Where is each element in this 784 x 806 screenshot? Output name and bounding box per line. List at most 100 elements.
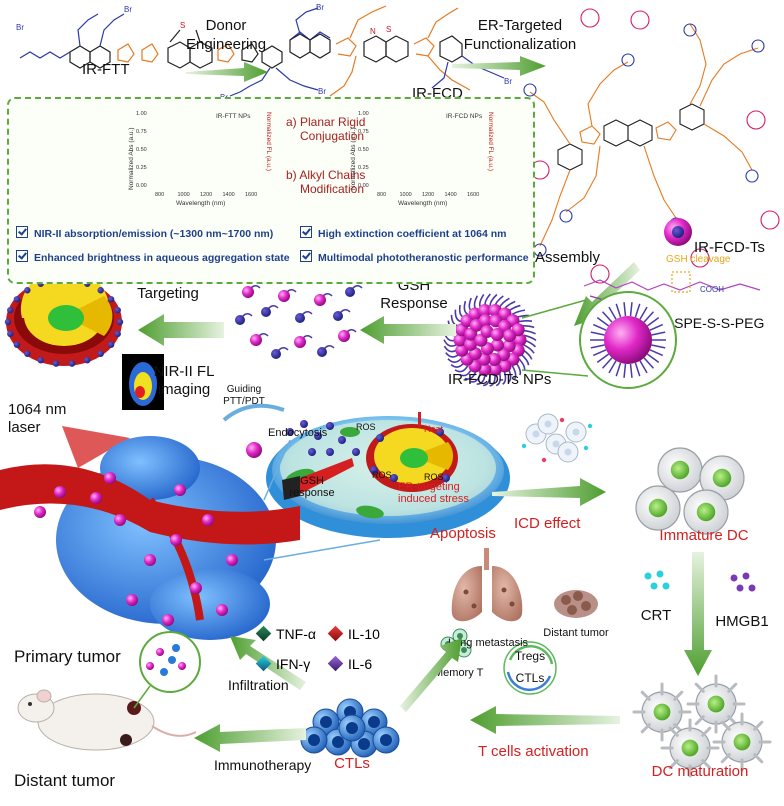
zoom-peg-strand xyxy=(646,353,660,363)
np-subunit xyxy=(488,363,502,377)
free-ir-fcd-ts-particle xyxy=(317,347,327,357)
zoom-peg-strand xyxy=(634,303,641,318)
ctl-nucleus xyxy=(380,734,392,746)
peg-strand xyxy=(447,357,462,363)
mouse-zoom-cell xyxy=(160,668,168,676)
released-damp xyxy=(541,457,547,463)
feature-item-3: Enhanced brightness in aqueous aggregati… xyxy=(16,250,290,264)
np-subunit xyxy=(487,353,501,367)
cell-particle xyxy=(442,474,450,482)
nir-ii-properties-box xyxy=(7,97,535,284)
mature-dc-cell xyxy=(686,674,746,734)
tumor-particle xyxy=(190,582,202,594)
zoom-peg-strand xyxy=(629,302,633,317)
ptt-pdt-label: PTT/PDT xyxy=(223,396,265,407)
peg-strand xyxy=(464,370,477,380)
er-bound-particle xyxy=(13,341,21,348)
zoom-peg-strand xyxy=(651,331,666,336)
mature-dc-cell xyxy=(632,682,692,742)
feature-text-1: NIR-II absorption/emission (~1300 nm~170… xyxy=(34,228,274,240)
tick-label: 1000 xyxy=(177,192,190,198)
guiding-label: Guiding xyxy=(227,384,261,395)
er-bound-particle xyxy=(107,296,115,303)
immunotherapy-arrow xyxy=(194,724,306,752)
cell-particle xyxy=(308,448,316,456)
feature-text-3: Enhanced brightness in aqueous aggregati… xyxy=(34,252,290,264)
ros-label-1: ROS xyxy=(356,422,376,432)
tumor-zoom-line-2 xyxy=(263,539,381,561)
free-peg-particle xyxy=(294,336,306,348)
ir-ftt-label: IR-FTT xyxy=(82,61,129,78)
immature-dc-label: Immature DC xyxy=(659,527,748,544)
er-bound-particle xyxy=(68,360,76,367)
mouse-zoom-np xyxy=(178,662,186,670)
fcd-br-label-2: Br xyxy=(504,77,512,86)
icd-arrow xyxy=(492,478,606,506)
er-bound-particle xyxy=(7,330,14,338)
er-bound-particle xyxy=(97,287,104,294)
donor-label: Donor xyxy=(206,17,247,34)
np-subunit xyxy=(503,329,517,343)
mouse-zoom-np xyxy=(156,648,164,656)
laser-beam xyxy=(292,458,354,494)
zoom-peg-strand xyxy=(596,353,610,363)
np-subunit xyxy=(478,363,492,377)
np-subunit xyxy=(478,303,492,317)
feature-item-1: NIR-II absorption/emission (~1300 nm~170… xyxy=(16,226,273,240)
er-stress-label: ER-targeting xyxy=(398,481,460,493)
free-ir-fcd-ts-particle xyxy=(235,315,245,325)
zoom-peg-strand xyxy=(602,357,613,369)
distant-tumor-label: Distant tumor xyxy=(14,771,115,790)
crt-molecules xyxy=(644,570,670,590)
ir-ftt-molecule xyxy=(19,13,319,97)
peg-strand xyxy=(523,334,537,341)
zoom-peg-strand xyxy=(608,360,617,374)
heat-label: Heat xyxy=(424,424,444,434)
np-subunit xyxy=(490,338,504,352)
strategy-a-line2: Conjugation xyxy=(300,129,365,143)
tumor-particle xyxy=(114,514,126,526)
np-subunit xyxy=(513,333,527,347)
t-cell-activation-arrow xyxy=(470,706,620,734)
tumor-particle xyxy=(162,614,174,626)
primary-tumor-label: Primary tumor xyxy=(14,647,121,666)
tumor-particle xyxy=(144,554,156,566)
mouse-icon xyxy=(17,689,197,751)
zoom-peg-strand xyxy=(615,362,622,377)
tumor-particle xyxy=(104,472,116,484)
ir-fcd-molecule xyxy=(289,5,505,97)
laser-emitter xyxy=(282,476,300,500)
free-ir-fcd-ts-particle xyxy=(345,287,355,297)
right-plot-xlabel: Wavelength (nm) xyxy=(398,200,448,207)
cell-particle xyxy=(352,448,360,456)
targeting-label: Targeting xyxy=(137,285,199,302)
tick-label: 0.25 xyxy=(358,165,369,171)
tumor-nanoparticles xyxy=(34,472,238,626)
lung-metastasis-label: Lung metastasis xyxy=(448,637,529,649)
right-plot-title: IR-FCD NPs xyxy=(446,113,483,120)
gsh-cell-response-label: response xyxy=(289,487,334,499)
mouse-zoom-cell xyxy=(172,644,180,652)
peg-strand xyxy=(511,309,526,316)
cell-er-nucleus xyxy=(366,424,458,492)
gsh-response-arrow xyxy=(360,316,456,344)
ir-fcd-ts-core-icon xyxy=(672,226,684,238)
cell-nanoparticles xyxy=(246,420,450,482)
np-subunit xyxy=(468,307,482,321)
tick-label: 0.00 xyxy=(136,183,147,189)
ir-fcd-ts-nps-particle xyxy=(443,293,537,387)
zoom-line-2 xyxy=(521,369,589,377)
laser-label: laser xyxy=(8,419,41,436)
free-ir-fcd-ts-particle xyxy=(261,307,271,317)
lung-icon xyxy=(451,548,523,622)
zoom-peg-strand xyxy=(608,306,617,320)
tick-label: 0.25 xyxy=(136,165,147,171)
cell-particle xyxy=(286,428,294,436)
mouse-zoom-nanoparticles xyxy=(146,644,186,676)
cytokine-ifn: IFN-γ xyxy=(255,655,310,672)
ctls-cycle-label: CTLs xyxy=(516,671,545,685)
cell-particle xyxy=(390,474,398,482)
released-damp xyxy=(587,423,593,429)
ftt-br-label-1: Br xyxy=(16,23,24,32)
peg-strand xyxy=(502,370,507,385)
